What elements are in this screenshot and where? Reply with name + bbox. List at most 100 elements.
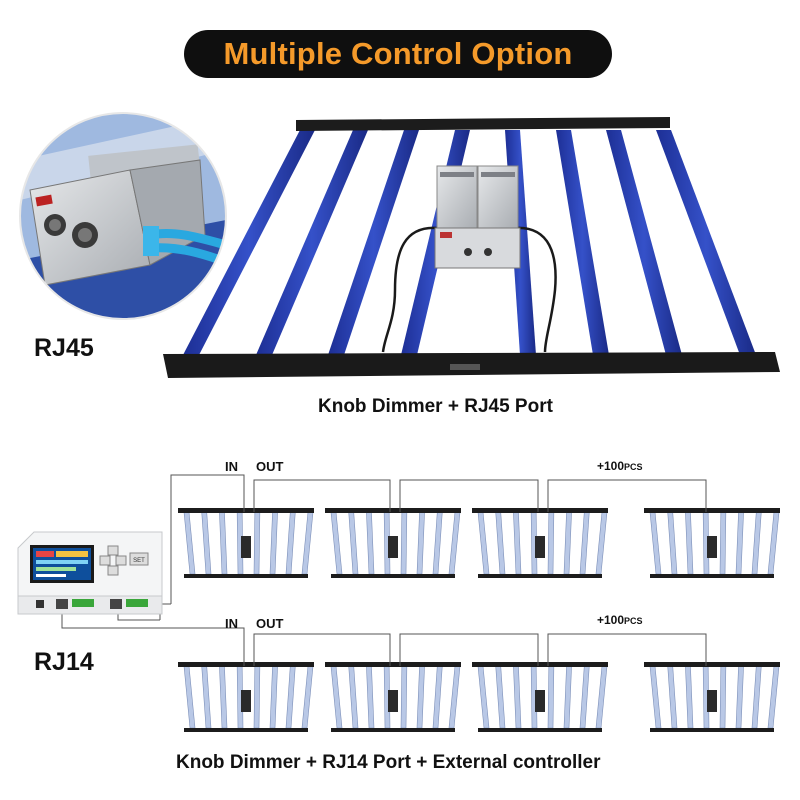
led-bar	[595, 511, 608, 575]
driver-module	[241, 690, 251, 712]
small-light-fixture	[178, 508, 314, 578]
out-label: OUT	[256, 459, 284, 474]
led-bar	[751, 665, 762, 729]
rj45-label: RJ45	[34, 334, 94, 362]
led-bar	[547, 511, 555, 575]
in-label: IN	[225, 616, 238, 631]
rj45-caption: Knob Dimmer + RJ45 Port	[318, 396, 553, 417]
led-bar	[348, 665, 359, 729]
external-controller: SET	[17, 531, 163, 615]
top-rail	[472, 662, 608, 667]
led-bar	[269, 665, 278, 729]
led-bar	[330, 511, 343, 575]
led-bar	[685, 665, 694, 729]
left-arrow-button	[99, 555, 111, 566]
led-bar	[219, 665, 228, 729]
led-bar	[328, 130, 419, 355]
terminal-block	[72, 599, 94, 607]
led-bar	[400, 511, 408, 575]
terminal-block	[126, 599, 148, 607]
led-bar	[649, 665, 662, 729]
led-bar	[563, 665, 572, 729]
led-bar	[477, 511, 490, 575]
led-bar	[183, 130, 315, 355]
led-bar	[547, 665, 555, 729]
small-light-fixture	[178, 662, 314, 732]
led-bar	[448, 665, 461, 729]
led-bar	[366, 511, 375, 575]
driver-module	[707, 536, 717, 558]
top-rail	[644, 508, 780, 513]
led-bar	[595, 665, 608, 729]
led-bar	[495, 665, 506, 729]
knob-icon	[464, 248, 472, 256]
top-rail	[325, 662, 461, 667]
driver-module	[388, 536, 398, 558]
led-bar	[495, 511, 506, 575]
led-bar	[400, 665, 408, 729]
small-light-fixture	[472, 508, 608, 578]
bottom-rail	[331, 728, 455, 732]
top-rail	[472, 508, 608, 513]
led-bar	[477, 665, 490, 729]
small-light-fixture	[644, 662, 780, 732]
rj14-port	[56, 599, 68, 609]
power-port	[36, 600, 44, 608]
led-bar	[513, 511, 522, 575]
led-bar	[253, 665, 261, 729]
set-button	[129, 552, 149, 566]
led-bar	[448, 511, 461, 575]
led-bar	[348, 511, 359, 575]
cable	[381, 226, 438, 353]
led-bar	[719, 665, 727, 729]
led-bar	[201, 511, 212, 575]
led-bar	[432, 511, 443, 575]
small-light-fixture	[644, 508, 780, 578]
down-arrow-button	[107, 565, 119, 576]
rj14-port	[110, 599, 122, 609]
led-bar	[201, 665, 212, 729]
in-label: IN	[225, 459, 238, 474]
small-light-fixture	[472, 662, 608, 732]
led-bar	[667, 665, 678, 729]
led-bar	[183, 511, 196, 575]
led-bar	[285, 665, 296, 729]
led-bar	[416, 665, 425, 729]
bottom-rail	[478, 574, 602, 578]
led-bar	[649, 511, 662, 575]
rj45-closeup	[19, 112, 227, 320]
up-arrow-button	[107, 545, 119, 556]
led-bar	[219, 511, 228, 575]
led-bar	[685, 511, 694, 575]
set-button-label: SET	[133, 558, 145, 564]
led-bar	[556, 130, 609, 355]
led-bar	[735, 511, 744, 575]
led-bar	[767, 665, 780, 729]
led-bar	[256, 130, 368, 355]
bottom-rail	[478, 728, 602, 732]
led-bar	[513, 665, 522, 729]
knob-icon	[484, 248, 492, 256]
count-label: +100PCS	[597, 459, 643, 473]
driver-module	[535, 536, 545, 558]
led-bar	[366, 665, 375, 729]
led-bar	[719, 511, 727, 575]
small-light-fixture	[325, 508, 461, 578]
led-bar	[656, 130, 756, 355]
rj14-caption: Knob Dimmer + RJ14 Port + External contr…	[176, 752, 601, 773]
led-bar	[330, 665, 343, 729]
led-bar	[432, 665, 443, 729]
rj14-label: RJ14	[34, 648, 94, 676]
top-rail	[644, 662, 780, 667]
small-light-fixture	[325, 662, 461, 732]
top-rail	[178, 662, 314, 667]
cable	[514, 226, 557, 353]
rj14-chain-fixtures	[178, 508, 780, 732]
led-bar	[253, 511, 261, 575]
right-arrow-button	[115, 555, 127, 566]
bottom-rail	[650, 574, 774, 578]
led-bar	[579, 665, 590, 729]
count-label: +100PCS	[597, 613, 643, 627]
driver-module	[388, 690, 398, 712]
